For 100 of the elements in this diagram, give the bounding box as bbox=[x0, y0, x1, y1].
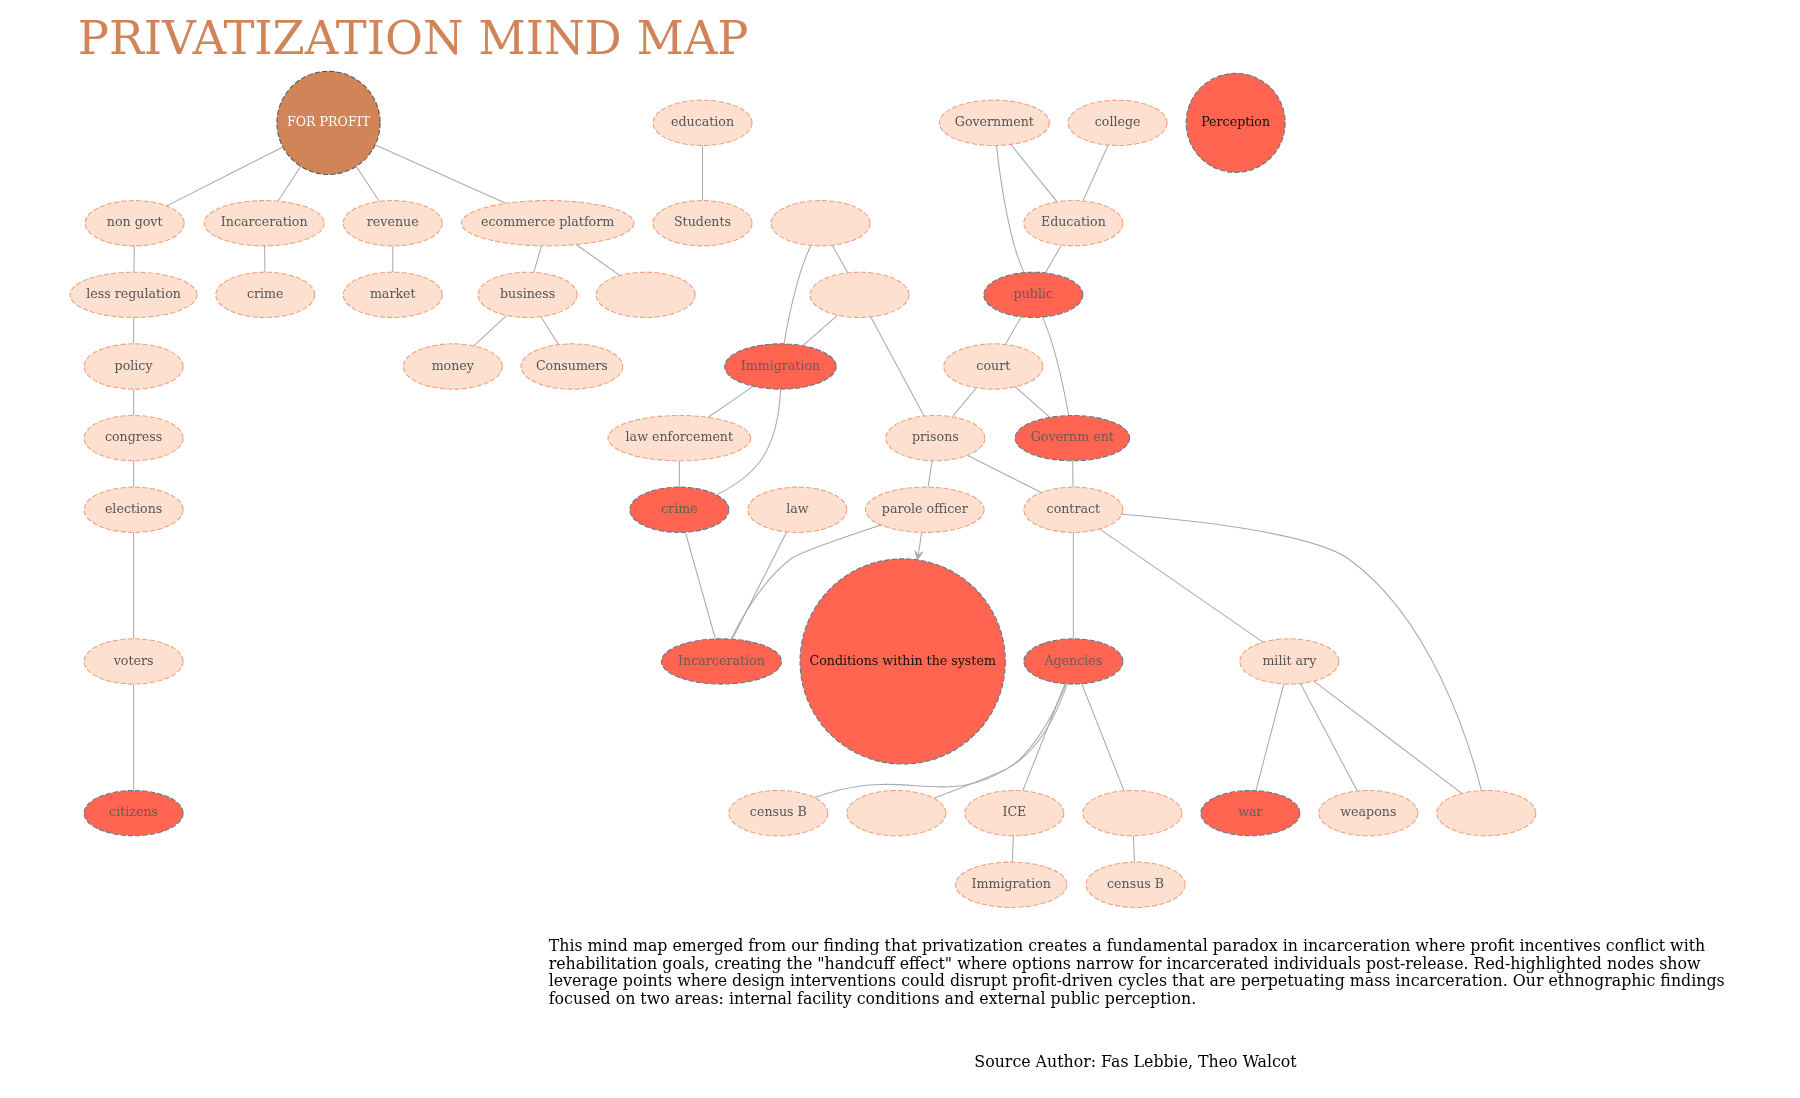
connector bbox=[132, 532, 134, 640]
connector bbox=[1098, 528, 1263, 643]
node-circle: Conditions within the system bbox=[799, 558, 1006, 765]
node-ellipse: ecommerce platform bbox=[460, 200, 634, 247]
connector bbox=[391, 245, 393, 273]
connector bbox=[813, 683, 1068, 799]
connector bbox=[801, 314, 838, 347]
node-ellipse: Education bbox=[1022, 200, 1123, 247]
node-ellipse: weapons bbox=[1317, 789, 1418, 837]
connector bbox=[1299, 683, 1358, 792]
label: Source Author: Fas Lebbie, Theo Walcot bbox=[973, 1051, 1297, 1071]
diagram-title: PRIVATIZATION MIND MAP bbox=[77, 10, 749, 65]
node-ellipse bbox=[808, 271, 910, 319]
node-ellipse: prisons bbox=[884, 414, 985, 462]
connector bbox=[1014, 386, 1050, 418]
connector bbox=[831, 244, 848, 274]
node-ellipse: business bbox=[477, 271, 578, 319]
node-ellipse: war bbox=[1199, 789, 1300, 837]
node-ellipse: law bbox=[746, 486, 847, 533]
node-ellipse: education bbox=[651, 99, 753, 147]
connector bbox=[1041, 316, 1069, 416]
connector bbox=[932, 683, 1066, 799]
node-ellipse: public bbox=[982, 271, 1083, 319]
node-ellipse: Students bbox=[651, 200, 753, 247]
connector bbox=[995, 145, 1024, 273]
connector bbox=[1044, 244, 1062, 274]
connector bbox=[782, 244, 811, 345]
node-ellipse: Incarceration bbox=[203, 200, 325, 247]
connector bbox=[132, 460, 134, 488]
node-ellipse: Agencies bbox=[1022, 638, 1123, 685]
node-ellipse: voters bbox=[83, 638, 184, 685]
node-ellipse: milit ary bbox=[1238, 638, 1339, 685]
connector bbox=[927, 460, 933, 488]
connector bbox=[355, 165, 379, 202]
node-ellipse: Consumers bbox=[520, 343, 623, 390]
node-ellipse bbox=[595, 271, 696, 319]
connector bbox=[132, 683, 134, 791]
connector bbox=[1072, 532, 1074, 640]
node-ellipse: parole officer bbox=[864, 486, 985, 533]
connector bbox=[869, 316, 924, 417]
connector bbox=[277, 165, 301, 202]
node-ellipse: Immigration bbox=[954, 861, 1067, 908]
node-ellipse: Government bbox=[938, 99, 1050, 147]
node-ellipse: crime bbox=[628, 486, 729, 533]
node-ellipse: money bbox=[402, 343, 503, 390]
node-ellipse: non govt bbox=[84, 200, 185, 247]
connector bbox=[132, 317, 134, 345]
connector bbox=[1071, 460, 1074, 488]
node-ellipse: ICE bbox=[963, 789, 1064, 837]
node-ellipse: elections bbox=[83, 486, 184, 533]
node-ellipse bbox=[1435, 789, 1536, 837]
connector bbox=[1010, 144, 1057, 203]
connector bbox=[966, 454, 1042, 494]
connector bbox=[1132, 835, 1135, 863]
node-ellipse bbox=[845, 789, 946, 837]
node-ellipse: Incarceration bbox=[660, 638, 782, 685]
connector bbox=[132, 245, 135, 273]
node-ellipse: revenue bbox=[342, 200, 443, 247]
connector bbox=[532, 245, 542, 273]
node-ellipse: policy bbox=[83, 343, 184, 390]
node-ellipse bbox=[769, 200, 871, 247]
node-ellipse: college bbox=[1067, 99, 1168, 147]
connector bbox=[951, 387, 977, 418]
node-ellipse: census B bbox=[1085, 861, 1186, 908]
connector bbox=[1121, 513, 1482, 792]
node-ellipse: less regulation bbox=[69, 271, 198, 319]
connector bbox=[731, 531, 787, 640]
connector bbox=[373, 144, 506, 204]
connector bbox=[1312, 680, 1462, 794]
connector bbox=[539, 316, 559, 346]
node-ellipse: law enforcement bbox=[606, 414, 751, 462]
connector bbox=[1021, 683, 1065, 792]
node-ellipse: contract bbox=[1022, 486, 1123, 533]
connector bbox=[730, 524, 881, 640]
node-ellipse: congress bbox=[83, 414, 184, 462]
connector bbox=[684, 531, 716, 640]
connector bbox=[1011, 835, 1014, 863]
connector bbox=[165, 146, 284, 207]
connector bbox=[707, 385, 754, 418]
connector bbox=[132, 388, 134, 416]
node-ellipse: crime bbox=[214, 271, 315, 319]
connector bbox=[678, 460, 680, 488]
node-circle: Perception bbox=[1185, 72, 1286, 173]
node-ellipse: Governm ent bbox=[1014, 414, 1130, 462]
connector bbox=[1255, 683, 1284, 791]
connector bbox=[1080, 683, 1124, 792]
connector bbox=[715, 389, 781, 496]
node-ellipse: court bbox=[942, 343, 1043, 390]
node-ellipse: Immigration bbox=[723, 343, 837, 390]
arrow bbox=[914, 532, 923, 561]
connector bbox=[575, 244, 620, 276]
caption: This mind map emerged from our finding that privatization creates a fundamental paradox in incarceration where profit incentives conflict with rehabilitation goals, creating the "handcuff effect" where options narrow for incarcerated individuals post-release. Red-highlighted nodes show leverage points where design interventions could disrupt profit-driven cycles that are perpetuating mass incarceration. Our ethnographic findings focused on two areas: internal facility conditions and external public perception. bbox=[548, 935, 1725, 1009]
connector bbox=[1081, 144, 1109, 202]
connector bbox=[472, 315, 507, 347]
node-ellipse: census B bbox=[727, 789, 828, 837]
connector bbox=[701, 145, 703, 201]
node-ellipse: market bbox=[342, 271, 443, 319]
node-ellipse: citizens bbox=[83, 789, 184, 837]
connector bbox=[1004, 316, 1022, 345]
connector bbox=[263, 245, 265, 273]
